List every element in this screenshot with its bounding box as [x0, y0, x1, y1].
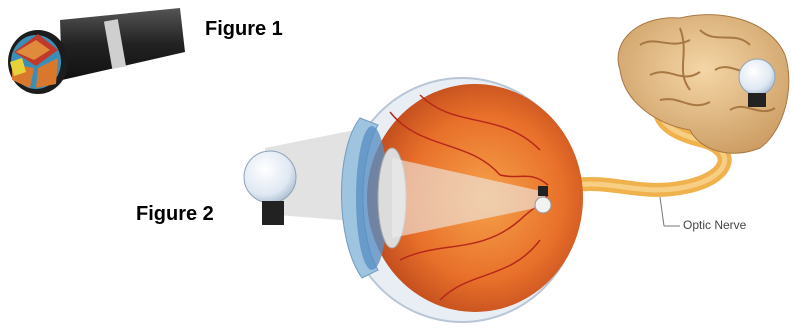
figure-2-label: Figure 2 — [136, 203, 214, 226]
optic-nerve-leader-line — [660, 197, 664, 226]
figure-1-label: Figure 1 — [205, 18, 283, 41]
optic-nerve-label: Optic Nerve — [683, 218, 746, 232]
cable-cross-section-icon — [8, 8, 185, 94]
eye-anatomy-illustration — [341, 78, 583, 322]
